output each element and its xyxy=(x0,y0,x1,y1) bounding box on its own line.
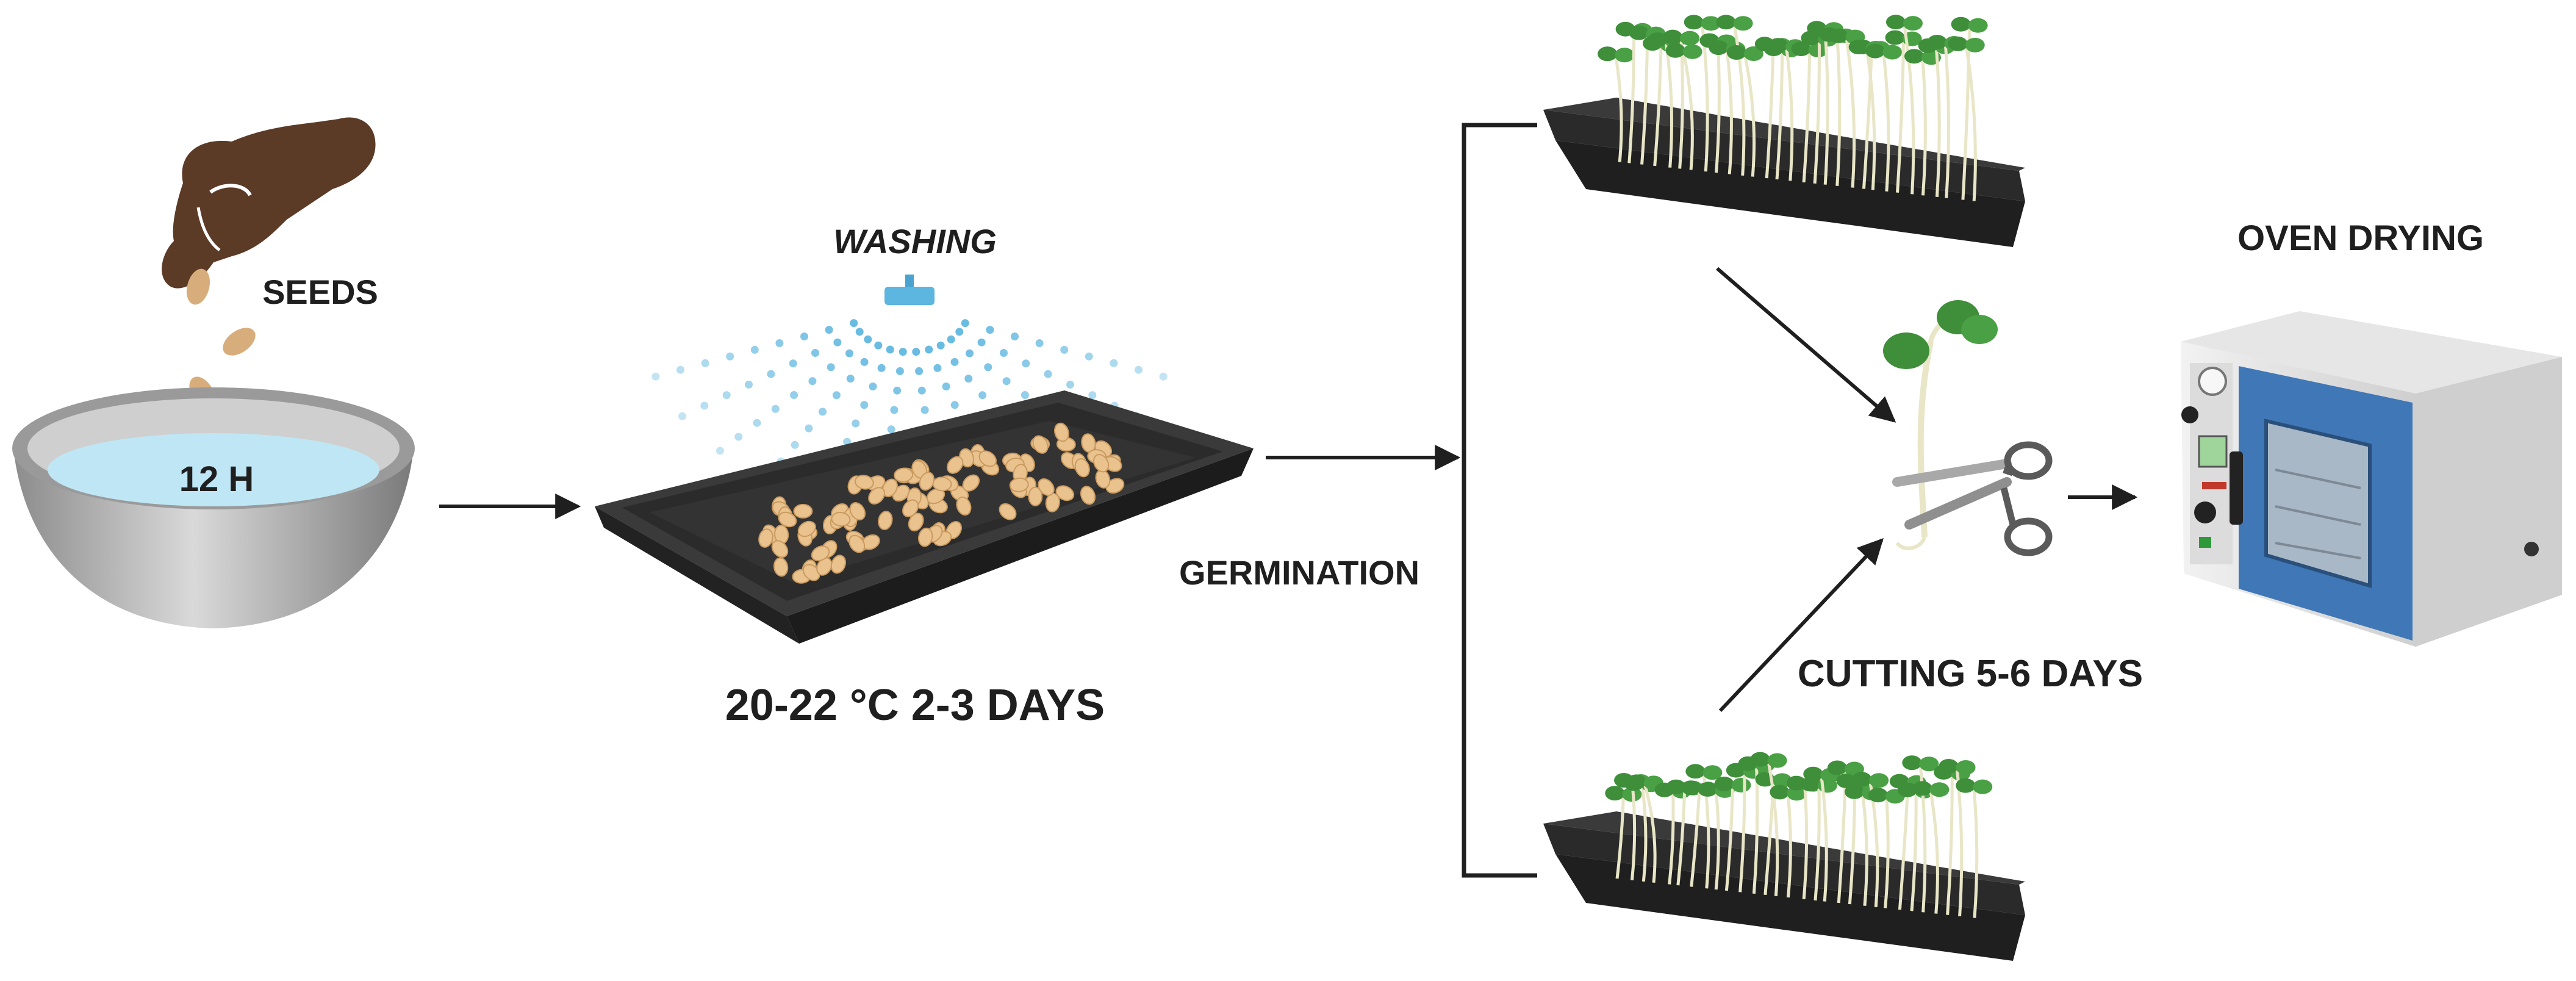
arrow-bottom-tray-to-cutting xyxy=(1718,537,1884,713)
microgreens-tray-top xyxy=(1543,15,2025,247)
conditions-label: 20-22 °C 2-3 DAYS xyxy=(725,681,1105,730)
microgreens-top xyxy=(1598,15,1988,201)
bowl-icon xyxy=(12,387,415,628)
hand-icon xyxy=(162,117,376,289)
seed-tray-icon xyxy=(595,390,1254,644)
oven-label: OVEN DRYING xyxy=(2237,218,2484,258)
soak-time-label: 12 H xyxy=(179,459,254,499)
spray-nozzle-icon xyxy=(884,275,935,305)
sprout-icon xyxy=(1883,300,1998,550)
washing-label: WASHING xyxy=(833,222,997,261)
germination-label: GERMINATION xyxy=(1179,553,1419,592)
scissors-icon xyxy=(1892,441,2053,556)
oven-icon xyxy=(2181,311,2562,647)
cutting-label: CUTTING 5-6 DAYS xyxy=(1798,653,2143,695)
arrow-top-tray-to-cutting xyxy=(1716,267,1896,423)
seed-pile xyxy=(758,422,1125,584)
seeds-label: SEEDS xyxy=(262,273,378,311)
germination-bracket xyxy=(1462,123,1537,878)
microgreens-tray-bottom xyxy=(1543,752,2025,961)
microgreens-bottom xyxy=(1605,752,1993,918)
